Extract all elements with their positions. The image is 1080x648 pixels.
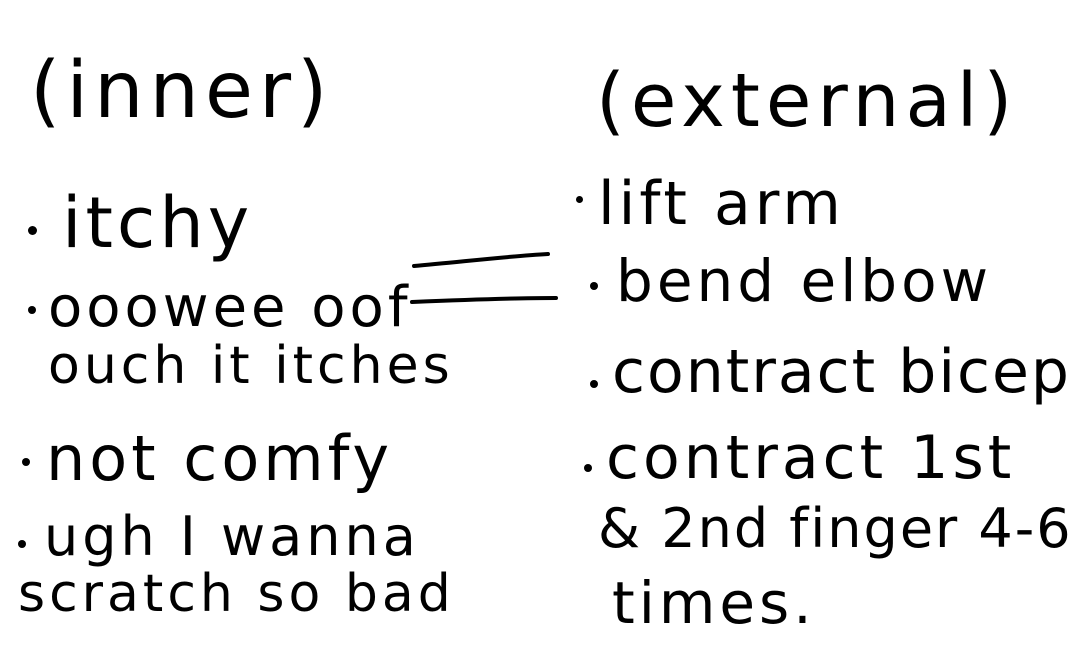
inner-item-4-line-1: ugh I wanna	[44, 505, 420, 568]
external-item-4-line-2: & 2nd finger 4-6	[598, 497, 1073, 560]
inner-title: (inner)	[30, 46, 334, 136]
bullet-dot	[590, 282, 598, 290]
bullet-dot	[22, 458, 30, 466]
external-item-3-line-1: contract bicep	[612, 337, 1072, 407]
inner-item-1-line-1: itchy	[62, 182, 254, 264]
bullet-dot	[576, 196, 583, 203]
inner-item-4-line-2: scratch so bad	[18, 564, 455, 624]
bullet-dot	[584, 464, 592, 472]
inner-item-2-line-1: ooowee oof	[48, 275, 412, 340]
bullet-dot	[18, 540, 26, 548]
connector-line-bottom	[410, 296, 558, 304]
external-item-4-line-3: times.	[612, 569, 816, 637]
connector-line-top	[412, 252, 550, 268]
inner-item-3-line-1: not comfy	[46, 422, 394, 495]
external-title: (external)	[596, 58, 1019, 144]
external-item-2-line-1: bend elbow	[616, 247, 993, 315]
external-item-4-line-1: contract 1st	[606, 423, 1016, 493]
bullet-dot	[28, 226, 37, 235]
external-item-1-line-1: lift arm	[598, 169, 845, 239]
inner-item-2-line-2: ouch it itches	[48, 336, 454, 396]
bullet-dot	[28, 306, 36, 314]
bullet-dot	[590, 380, 598, 388]
